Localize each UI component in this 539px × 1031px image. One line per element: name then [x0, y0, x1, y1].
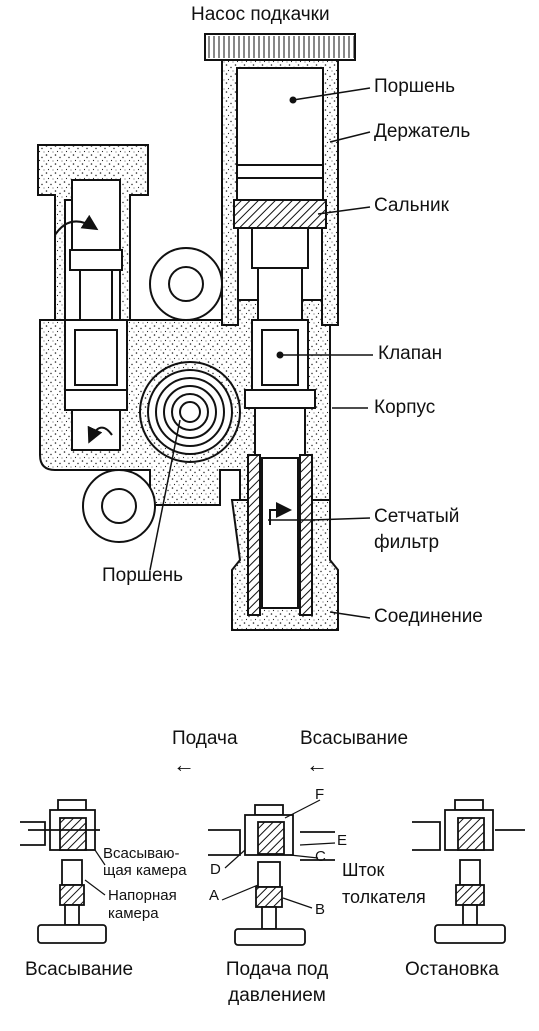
- label-filter-line2: фильтр: [374, 532, 440, 553]
- flow-feed-arrow-icon: ←: [173, 752, 195, 777]
- detail-feed: [208, 799, 336, 946]
- label-filter-line1: Сетчатый: [374, 506, 460, 527]
- label-seal: Сальник: [374, 195, 449, 216]
- label-pushrod-line2: толкателя: [342, 887, 426, 907]
- caption-feed-line1: Подача под: [225, 959, 329, 980]
- label-pressure-chamber-line2: камера: [108, 905, 159, 922]
- letter-a: A: [209, 887, 220, 904]
- center-piston-circle: [139, 361, 241, 463]
- flow-suction-label: Всасывание: [300, 728, 409, 749]
- letter-d: D: [210, 861, 221, 878]
- letter-f: F: [315, 786, 325, 803]
- letter-b: B: [315, 901, 326, 918]
- diagram-title: Насос подкачки: [191, 4, 330, 25]
- label-piston-bottom: Поршень: [102, 565, 183, 586]
- leader-lines: [149, 87, 373, 619]
- letter-e: E: [337, 832, 348, 849]
- label-suction-chamber-line2: щая камера: [103, 862, 187, 879]
- right-valve-bore: [244, 319, 316, 616]
- letter-c: C: [315, 848, 326, 865]
- caption-feed-line2: давлением: [228, 985, 326, 1006]
- knurled-knob: [204, 33, 356, 61]
- label-body: Корпус: [374, 397, 436, 418]
- upper-piston: [233, 67, 327, 321]
- detail-stop: [412, 799, 525, 944]
- flow-suction-arrow-icon: ←: [306, 752, 328, 777]
- caption-suction: Всасывание: [25, 959, 134, 980]
- label-piston-top: Поршень: [374, 76, 455, 97]
- flow-feed-label: Подача: [172, 728, 238, 749]
- label-valve: Клапан: [378, 343, 443, 364]
- label-pushrod-line1: Шток: [342, 860, 385, 880]
- label-connection: Соединение: [374, 606, 483, 627]
- detail-suction: [20, 799, 107, 944]
- left-valve-bores: [54, 179, 128, 451]
- caption-stop: Остановка: [405, 959, 499, 980]
- label-holder: Держатель: [374, 121, 471, 142]
- label-pressure-chamber-line1: Напорная: [108, 887, 177, 904]
- label-suction-chamber-line1: Всасываю-: [103, 845, 180, 862]
- mounting-lugs: [82, 247, 223, 543]
